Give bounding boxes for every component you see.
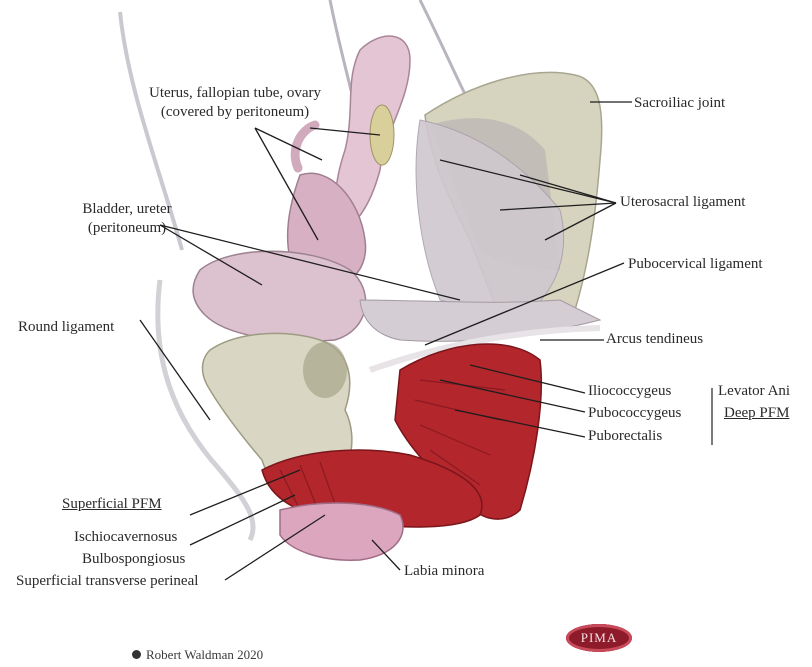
ischiocavernosus-label: Ischiocavernosus <box>74 528 177 547</box>
pima-logo-text: PIMA <box>581 630 618 646</box>
labia-minora-label: Labia minora <box>404 562 484 581</box>
uterosacral-label: Uterosacral ligament <box>620 193 745 212</box>
sacroiliac-label: Sacroiliac joint <box>634 94 725 113</box>
levator-ani-label: Levator Ani <box>718 382 790 401</box>
tube-loop <box>295 125 315 168</box>
superficial-transverse-label: Superficial transverse perineal <box>16 572 198 591</box>
uterus-label-line1: Uterus, fallopian tube, ovary <box>130 84 340 103</box>
pima-logo: PIMA <box>566 624 632 652</box>
credit-text: Robert Waldman 2020 <box>146 645 263 664</box>
pubocervical-label: Pubocervical ligament <box>628 255 763 274</box>
bladder <box>193 251 366 341</box>
superficial-pfm-label: Superficial PFM <box>62 495 162 514</box>
bladder-label-line1: Bladder, ureter <box>52 200 202 219</box>
bone-socket <box>303 342 347 398</box>
pubocervical-tissue <box>360 300 600 341</box>
bladder-label: Bladder, ureter (peritoneum) <box>52 200 202 238</box>
iliococcygeus-label: Iliococcygeus <box>588 382 671 401</box>
round-ligament-label: Round ligament <box>18 318 114 337</box>
uterus-label-line2: (covered by peritoneum) <box>130 103 340 122</box>
pubococcygeus-label: Pubococcygeus <box>588 404 681 423</box>
deep-pfm-label: Deep PFM <box>724 404 789 423</box>
puborectalis-label: Puborectalis <box>588 427 662 446</box>
arcus-label: Arcus tendineus <box>606 330 703 349</box>
copyright-icon <box>132 650 141 659</box>
uterus-label: Uterus, fallopian tube, ovary (covered b… <box>130 84 340 122</box>
bladder-label-line2: (peritoneum) <box>52 219 202 238</box>
bulbospongiosus-label: Bulbospongiosus <box>82 550 185 569</box>
